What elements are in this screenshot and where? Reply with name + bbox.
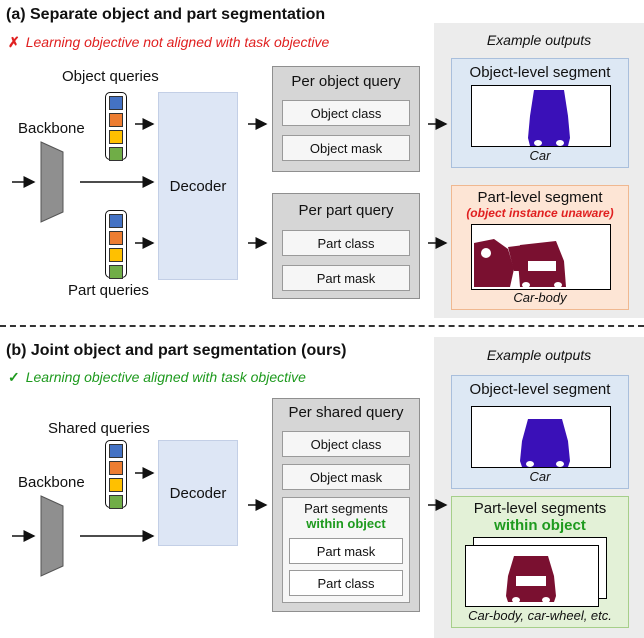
part-output-caption-b: Car-body, car-wheel, etc.: [468, 608, 612, 623]
backbone-shape-b: [40, 495, 64, 577]
part-output-box-b: Part-level segments within object Car-bo…: [451, 496, 629, 628]
per-shared-query-title: Per shared query: [288, 404, 404, 421]
part-queries-label: Part queries: [68, 282, 149, 299]
part-query-stack: [105, 210, 127, 279]
car-part-mask-icon: [506, 556, 556, 603]
per-part-query-panel: Per part query Part class Part mask: [272, 193, 420, 299]
part-output-highlight-b: within object: [494, 517, 586, 534]
query-token: [109, 231, 123, 245]
query-token: [109, 444, 123, 458]
query-token: [109, 495, 123, 509]
part-segments-highlight: within object: [306, 516, 386, 531]
backbone-shape-a: [40, 141, 64, 223]
object-mask-label-a: Object mask: [309, 140, 383, 156]
query-token: [109, 461, 123, 475]
part-output-box-a: Part-level segment (object instance unaw…: [451, 185, 629, 310]
per-object-query-title: Per object query: [291, 73, 401, 90]
query-token: [109, 214, 123, 228]
section-b-status-text: Learning objective aligned with task obj…: [25, 369, 306, 385]
query-token: [109, 130, 123, 144]
part-class-box-b: Part class: [289, 570, 403, 596]
part-segments-box: Part segments within object Part mask Pa…: [282, 497, 410, 603]
section-b-status: ✓ Learning objective aligned with task ob…: [8, 369, 306, 386]
part-mask-box-a: Part mask: [282, 265, 410, 291]
car-part-mask-icon: [474, 239, 566, 288]
part-mask-label-b: Part mask: [316, 543, 376, 559]
part-class-box-a: Part class: [282, 230, 410, 256]
part-output-caption-a: Car-body: [513, 290, 567, 305]
object-output-caption-b: Car: [529, 469, 551, 484]
object-class-label-b: Object class: [310, 436, 382, 452]
object-output-title-b: Object-level segment: [469, 381, 611, 398]
object-class-box-b: Object class: [282, 431, 410, 457]
car-object-mask-icon: [528, 90, 570, 146]
car-object-mask-icon: [520, 419, 570, 467]
part-mask-label-a: Part mask: [316, 270, 376, 286]
shared-queries-label: Shared queries: [48, 420, 150, 437]
part-segments-title: Part segments: [304, 501, 388, 516]
object-class-label-a: Object class: [310, 105, 382, 121]
query-token: [109, 478, 123, 492]
object-mask-label-b: Object mask: [309, 469, 383, 485]
example-outputs-title-a: Example outputs: [486, 32, 592, 48]
per-part-query-title: Per part query: [298, 202, 394, 219]
part-output-title-b: Part-level segments: [473, 500, 607, 517]
object-mask-box-a: Object mask: [282, 135, 410, 161]
decoder-b: Decoder: [158, 440, 238, 546]
section-a-status-text: Learning objective not aligned with task…: [25, 34, 330, 50]
decoder-a: Decoder: [158, 92, 238, 280]
object-queries-label: Object queries: [62, 68, 159, 85]
section-divider: [0, 325, 644, 327]
backbone-label-a: Backbone: [18, 120, 85, 137]
section-b-title: (b) Joint object and part segmentation (…: [6, 342, 347, 359]
query-token: [109, 96, 123, 110]
per-object-query-panel: Per object query Object class Object mas…: [272, 66, 420, 172]
object-mask-box-b: Object mask: [282, 464, 410, 490]
query-token: [109, 113, 123, 127]
check-icon: ✓: [8, 369, 20, 385]
part-mask-image-b: [465, 545, 599, 607]
part-class-label-a: Part class: [317, 235, 375, 251]
section-a-status: ✗ Learning objective not aligned with tas…: [8, 34, 329, 51]
backbone-label-b: Backbone: [18, 474, 85, 491]
object-mask-image-b: [471, 406, 611, 468]
part-output-note-a: (object instance unaware): [466, 206, 614, 220]
decoder-label-a: Decoder: [169, 177, 227, 195]
object-output-title-a: Object-level segment: [469, 64, 611, 81]
query-token: [109, 265, 123, 279]
query-token: [109, 147, 123, 161]
object-query-stack: [105, 92, 127, 161]
object-output-caption-a: Car: [529, 148, 551, 163]
decoder-label-b: Decoder: [169, 484, 227, 502]
part-output-title-a: Part-level segment: [477, 189, 603, 206]
per-shared-query-panel: Per shared query Object class Object mas…: [272, 398, 420, 612]
section-a-title: (a) Separate object and part segmentatio…: [6, 6, 326, 23]
part-class-label-b: Part class: [317, 575, 375, 591]
cross-icon: ✗: [8, 34, 20, 50]
object-mask-image-a: [471, 85, 611, 147]
part-mask-box-b: Part mask: [289, 538, 403, 564]
part-mask-image-a: [471, 224, 611, 290]
object-output-box-b: Object-level segment Car: [451, 375, 629, 489]
query-token: [109, 248, 123, 262]
object-output-box-a: Object-level segment Car: [451, 58, 629, 168]
object-class-box-a: Object class: [282, 100, 410, 126]
example-outputs-title-b: Example outputs: [486, 347, 592, 363]
shared-query-stack: [105, 440, 127, 509]
